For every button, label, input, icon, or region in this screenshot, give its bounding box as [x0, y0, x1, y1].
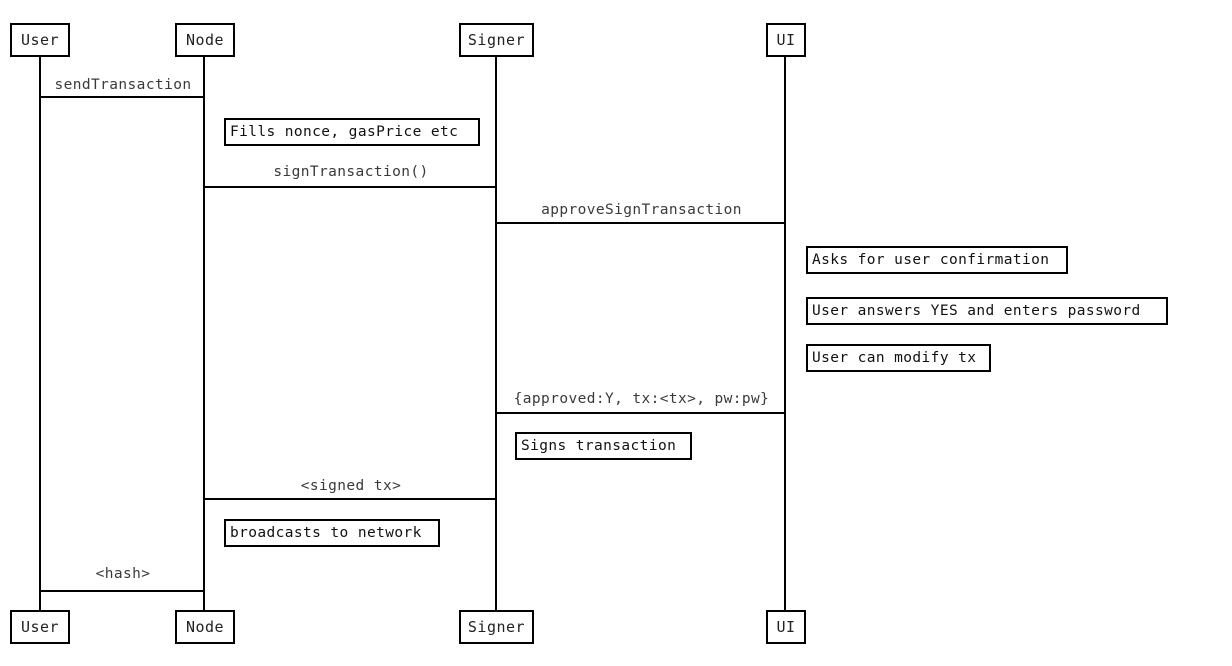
note-fills-nonce-gasprice: Fills nonce, gasPrice etc: [224, 118, 480, 146]
participant-ui-top[interactable]: UI: [766, 23, 806, 57]
message-line-hash: [41, 590, 205, 592]
lifeline-signer: [495, 57, 497, 610]
message-line-approved-response: [497, 412, 786, 414]
lifeline-ui: [784, 57, 786, 610]
message-line-approve-sign-transaction: [497, 222, 786, 224]
note-asks-for-user-confirmation: Asks for user confirmation: [806, 246, 1068, 274]
lifeline-node: [203, 57, 205, 610]
message-label-sign-transaction: signTransaction(): [273, 164, 429, 180]
message-label-hash: <hash>: [95, 566, 151, 582]
participant-node-top[interactable]: Node: [175, 23, 235, 57]
participant-node-bottom[interactable]: Node: [175, 610, 235, 644]
participant-user-bottom[interactable]: User: [10, 610, 70, 644]
message-label-approved-response: {approved:Y, tx:<tx>, pw:pw}: [513, 391, 770, 407]
message-line-signed-tx: [205, 498, 497, 500]
participant-signer-bottom[interactable]: Signer: [459, 610, 534, 644]
participant-ui-bottom[interactable]: UI: [766, 610, 806, 644]
note-user-can-modify-tx: User can modify tx: [806, 344, 991, 372]
note-user-answers-yes: User answers YES and enters password: [806, 297, 1168, 325]
note-signs-transaction: Signs transaction: [515, 432, 692, 460]
note-broadcasts-to-network: broadcasts to network: [224, 519, 440, 547]
participant-signer-top[interactable]: Signer: [459, 23, 534, 57]
message-line-sign-transaction: [205, 186, 497, 188]
participant-user-top[interactable]: User: [10, 23, 70, 57]
lifeline-user: [39, 57, 41, 610]
message-label-approve-sign-transaction: approveSignTransaction: [541, 202, 742, 218]
message-label-send-transaction: sendTransaction: [54, 77, 192, 93]
message-line-send-transaction: [41, 96, 205, 98]
message-label-signed-tx: <signed tx>: [300, 478, 402, 494]
